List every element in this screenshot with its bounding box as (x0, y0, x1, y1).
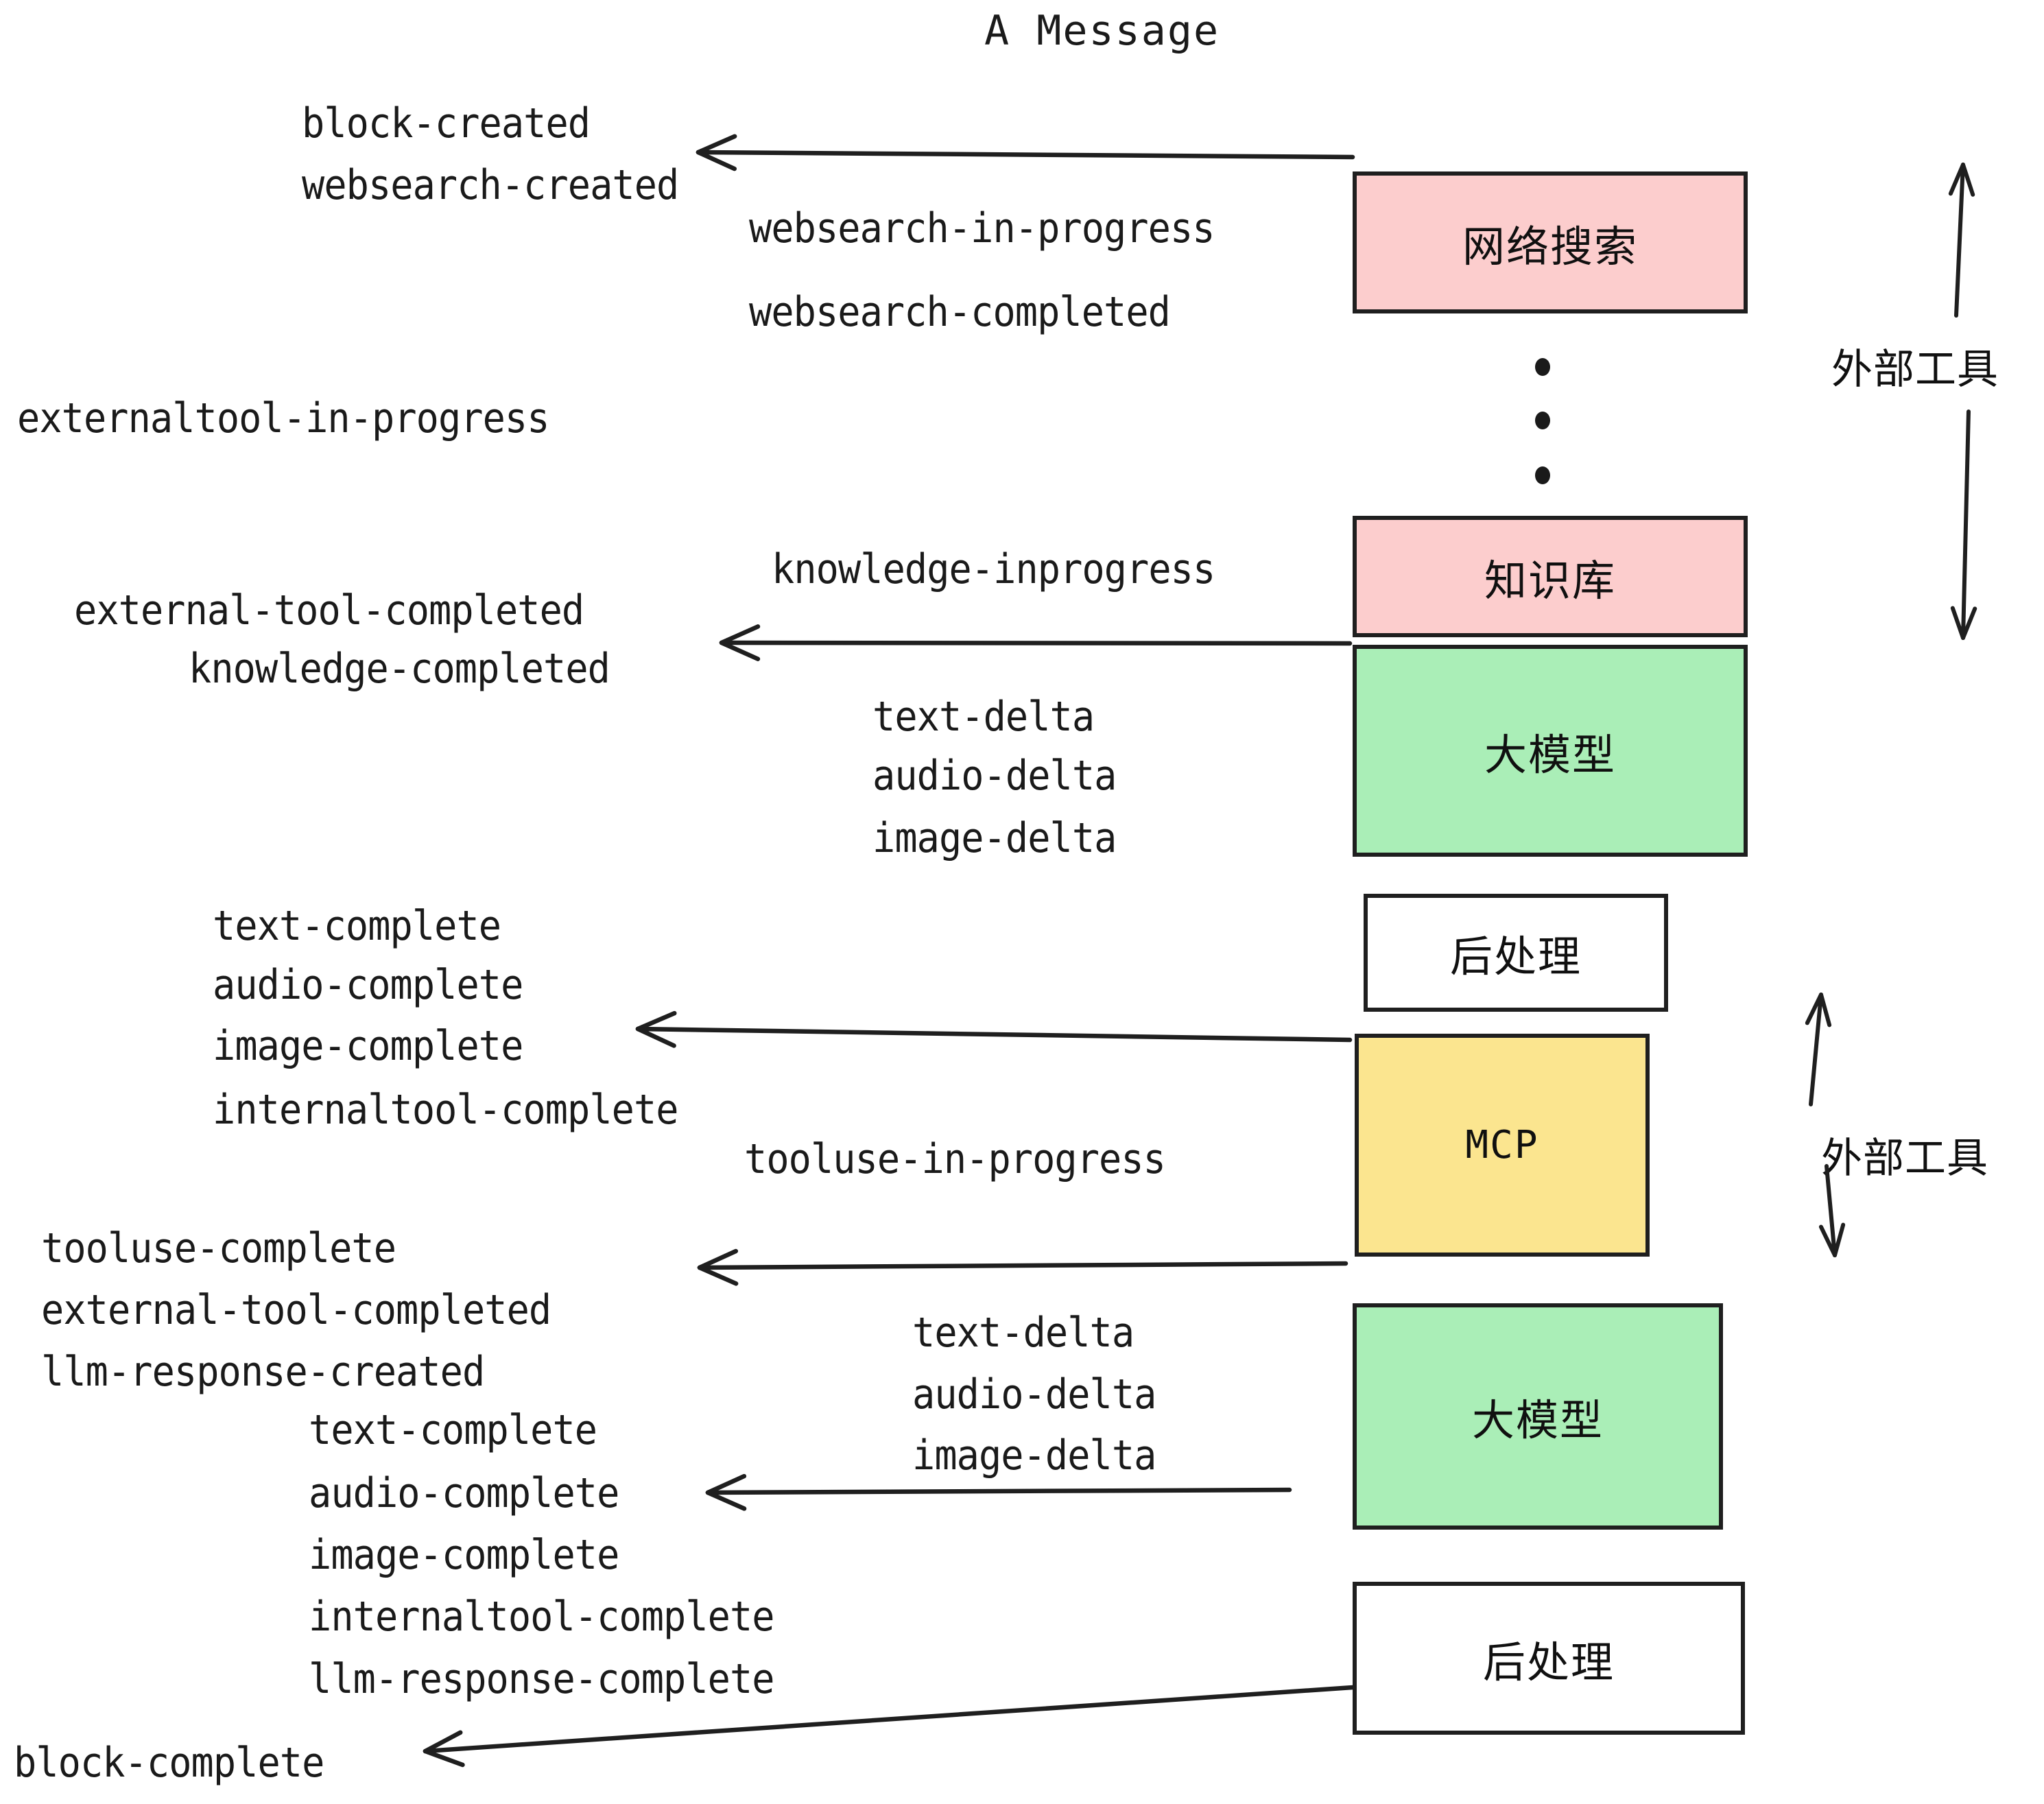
event-label-text-delta-2: text-delta (912, 1309, 1134, 1357)
event-label-audio-complete-1: audio-complete (213, 961, 523, 1009)
event-label-tooluse-in-progress: tooluse-in-progress (744, 1135, 1166, 1183)
arrow-knowledge-completed-head-0 (719, 640, 761, 661)
arrow-audio-complete-shaft (705, 1487, 1292, 1495)
event-label-websearch-completed: websearch-completed (749, 288, 1171, 336)
group-arrow-top-down (1950, 410, 1977, 640)
event-label-internaltool-complete-2: internaltool-complete (309, 1593, 775, 1641)
arrow-image-complete-shaft (635, 1026, 1353, 1043)
arrow-audio-complete-head-0 (705, 1490, 747, 1511)
arrow-audio-complete (705, 1473, 1292, 1511)
arrow-audio-complete-head-1 (705, 1473, 747, 1495)
node-label: 网络搜索 (1462, 221, 1638, 272)
event-label-block-created: block-created (302, 99, 591, 147)
event-label-websearch-in-progress: websearch-in-progress (749, 204, 1215, 252)
group-arrow-top-up-shaft (1954, 163, 1965, 318)
event-label-image-delta-1: image-delta (872, 814, 1117, 862)
ellipsis-dot-1 (1535, 358, 1550, 376)
arrow-tooluse-complete (697, 1248, 1348, 1286)
arrow-image-complete-head-1 (635, 1010, 677, 1032)
event-label-image-delta-2: image-delta (912, 1432, 1156, 1480)
group-label-external-tools-top: 外部工具 (1831, 346, 1999, 394)
ellipsis-dot-3 (1535, 466, 1550, 484)
node-box-knowledge[interactable]: 知识库 (1353, 516, 1748, 637)
event-label-text-delta-1: text-delta (872, 693, 1095, 741)
group-arrow-bottom-up-shaft (1809, 993, 1823, 1106)
event-label-text-complete-2: text-complete (309, 1406, 597, 1454)
event-label-external-tool-completed-2: external-tool-completed (41, 1286, 551, 1334)
event-label-audio-delta-2: audio-delta (912, 1370, 1156, 1419)
node-label: 后处理 (1449, 931, 1582, 982)
group-arrow-top-up (1948, 163, 1975, 318)
group-arrow-top-down-head-0 (1961, 606, 1977, 640)
node-box-websearch[interactable]: 网络搜索 (1353, 171, 1748, 313)
group-arrow-bottom-up (1805, 993, 1832, 1106)
page-title: A Message (984, 7, 1220, 55)
event-label-audio-delta-1: audio-delta (872, 752, 1117, 800)
node-label: 大模型 (1484, 729, 1616, 780)
event-label-block-complete: block-complete (14, 1739, 324, 1787)
arrow-knowledge-completed-head-1 (719, 624, 761, 645)
event-label-llm-response-complete: llm-response-complete (309, 1655, 775, 1703)
node-label: 大模型 (1471, 1395, 1604, 1445)
event-label-text-complete-1: text-complete (213, 902, 501, 950)
event-label-externaltool-in-progress: externaltool-in-progress (17, 394, 549, 442)
arrow-tooluse-complete-shaft (697, 1261, 1348, 1270)
arrow-tooluse-complete-head-1 (697, 1248, 739, 1270)
node-box-llm-1[interactable]: 大模型 (1353, 645, 1748, 857)
event-label-tooluse-complete: tooluse-complete (41, 1224, 396, 1272)
arrow-tooluse-complete-head-0 (697, 1265, 739, 1286)
group-arrow-bottom-up-head-1 (1819, 993, 1832, 1028)
arrow-block-created-head-1 (696, 134, 737, 155)
node-box-mcp[interactable]: MCP (1355, 1034, 1650, 1257)
arrow-block-created-head-0 (696, 150, 737, 171)
group-arrow-top-up-head-1 (1961, 163, 1975, 197)
event-label-audio-complete-2: audio-complete (309, 1469, 619, 1517)
group-arrow-top-up-head-0 (1948, 163, 1965, 196)
event-label-image-complete-1: image-complete (213, 1022, 523, 1070)
arrow-block-created-shaft (696, 150, 1355, 160)
event-label-external-tool-completed-1: external-tool-completed (74, 586, 584, 634)
arrow-block-created (696, 134, 1355, 171)
node-label: 知识库 (1484, 555, 1616, 606)
event-label-websearch-created: websearch-created (302, 161, 679, 209)
arrow-knowledge-completed (719, 624, 1353, 661)
arrow-block-complete-head-0 (423, 1748, 465, 1768)
arrow-block-complete-head-1 (423, 1730, 463, 1754)
node-box-llm-2[interactable]: 大模型 (1353, 1303, 1723, 1530)
event-label-knowledge-inprogress: knowledge-inprogress (772, 545, 1215, 593)
event-label-internaltool-complete-1: internaltool-complete (213, 1086, 679, 1134)
event-label-knowledge-completed: knowledge-completed (189, 645, 610, 693)
arrow-image-complete (635, 1010, 1353, 1048)
node-box-postprocess-2[interactable]: 后处理 (1353, 1582, 1745, 1735)
group-arrow-top-down-head-1 (1950, 606, 1965, 640)
ellipsis-dot-2 (1535, 412, 1550, 429)
node-box-postprocess-1[interactable]: 后处理 (1364, 894, 1668, 1012)
event-label-image-complete-2: image-complete (309, 1531, 619, 1579)
arrow-image-complete-head-0 (635, 1026, 676, 1048)
node-label: 后处理 (1482, 1637, 1615, 1687)
group-arrow-bottom-down-head-0 (1833, 1222, 1846, 1257)
node-label: MCP (1465, 1123, 1539, 1167)
group-arrow-bottom-up-head-0 (1805, 993, 1823, 1025)
event-label-llm-response-created: llm-response-created (41, 1348, 485, 1396)
group-arrow-top-down-shaft (1961, 410, 1971, 640)
group-arrow-bottom-down-head-1 (1818, 1224, 1837, 1257)
group-label-external-tools-bottom: 外部工具 (1821, 1135, 1988, 1183)
